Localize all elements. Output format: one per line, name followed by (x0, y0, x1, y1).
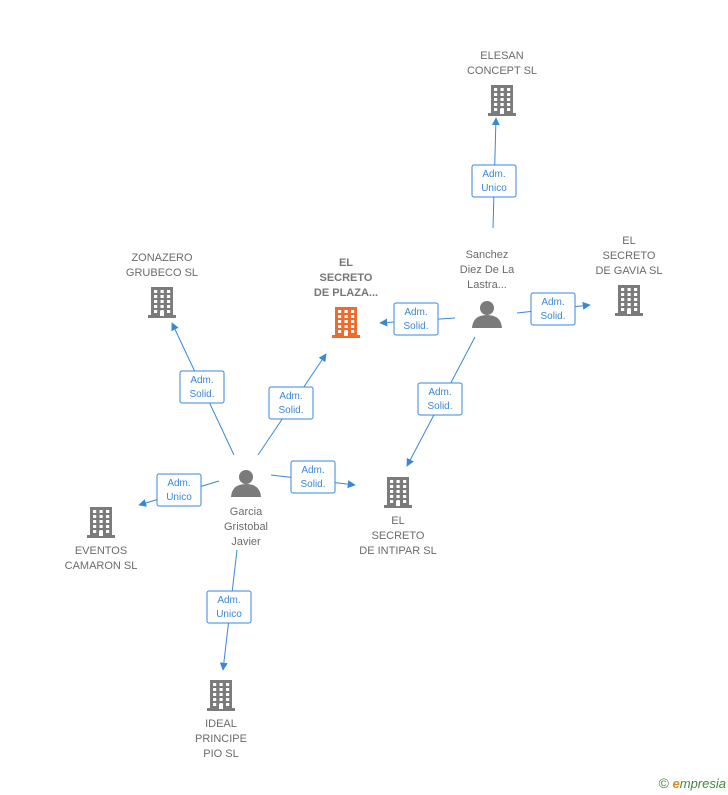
node-label: Sanchez (466, 249, 509, 261)
edge-role-text: Adm. (404, 307, 427, 318)
person-icon (472, 301, 502, 328)
node-label: ELESAN (480, 50, 523, 62)
node-label: EL (391, 515, 404, 527)
edge-role-badge[interactable]: Adm. Unico (471, 164, 517, 198)
edges-layer: Adm.UnicoAdm.Solid.Adm.Solid.Adm.Solid.A… (138, 117, 591, 671)
node-elsecreto_gavia[interactable]: EL SECRETO DE GAVIA SL (595, 235, 663, 316)
edge-role-text: Adm. (541, 297, 564, 308)
edge-role-text: Adm. (428, 387, 451, 398)
node-label: ZONAZERO (131, 252, 193, 264)
edge-role-box (471, 164, 517, 198)
edge-sanchez-to-elsecreto_intipar: Adm. Solid. (406, 336, 476, 467)
edge-role-text: Adm. (190, 375, 213, 386)
edge-role-badge[interactable]: Adm. Solid. (393, 302, 439, 336)
node-label: Javier (231, 536, 261, 548)
edge-role-box (417, 382, 463, 416)
edge-sanchez-to-elsecreto_plaza: Adm. Solid. (379, 302, 456, 336)
node-label: CONCEPT SL (467, 65, 537, 77)
edge-sanchez-to-elsecreto_gavia: Adm. Solid. (516, 292, 591, 326)
edge-garcia-to-elsecreto_plaza: Adm. Solid. (257, 353, 327, 456)
edge-role-box (206, 590, 252, 624)
node-label: DE INTIPAR SL (359, 545, 436, 557)
building-icon (384, 477, 412, 508)
edge-role-badge[interactable]: Adm. Unico (156, 473, 202, 507)
edge-role-badge[interactable]: Adm. Solid. (290, 460, 336, 494)
edge-role-badge[interactable]: Adm. Solid. (268, 386, 314, 420)
node-label: PRINCIPE (195, 733, 247, 745)
edge-role-text: Unico (216, 609, 242, 620)
node-label: IDEAL (205, 718, 237, 730)
edge-role-box (156, 473, 202, 507)
edge-role-text: Adm. (217, 595, 240, 606)
node-elesan[interactable]: ELESAN CONCEPT SL (467, 50, 537, 116)
node-label: Lastra... (467, 279, 507, 291)
building-icon (148, 287, 176, 318)
node-label: Gristobal (224, 521, 268, 533)
copyright-symbol: © (658, 775, 669, 791)
node-label: DE GAVIA SL (595, 265, 662, 277)
edge-role-badge[interactable]: Adm. Solid. (530, 292, 576, 326)
edge-garcia-to-eventos: Adm. Unico (138, 473, 220, 507)
edge-role-badge[interactable]: Adm. Solid. (417, 382, 463, 416)
node-label: Diez De La (460, 264, 515, 276)
edge-role-text: Solid. (403, 321, 428, 332)
edge-role-text: Adm. (167, 478, 190, 489)
building-icon (488, 85, 516, 116)
node-label: SECRETO (372, 530, 425, 542)
edge-role-text: Solid. (278, 405, 303, 416)
node-label: EVENTOS (75, 545, 127, 557)
node-label: DE PLAZA... (314, 287, 378, 299)
edge-role-box (530, 292, 576, 326)
node-label: PIO SL (203, 748, 238, 760)
node-eventos[interactable]: EVENTOS CAMARON SL (65, 507, 138, 572)
edge-garcia-to-elsecreto_intipar: Adm. Solid. (270, 460, 356, 494)
node-label: SECRETO (603, 250, 656, 262)
footer-brand: © empresia (659, 775, 726, 791)
edge-role-text: Solid. (540, 311, 565, 322)
edge-role-box (290, 460, 336, 494)
edge-role-badge[interactable]: Adm. Solid. (179, 370, 225, 404)
building-icon (332, 307, 360, 338)
node-zonazero[interactable]: ZONAZERO GRUBECO SL (126, 252, 198, 318)
person-icon (231, 470, 261, 497)
brand-logo: empresia (672, 776, 726, 791)
node-label: SECRETO (320, 272, 373, 284)
node-label: CAMARON SL (65, 560, 138, 572)
node-label: GRUBECO SL (126, 267, 198, 279)
edge-garcia-to-ideal: Adm. Unico (206, 549, 252, 671)
edge-role-text: Unico (481, 183, 507, 194)
edge-role-box (179, 370, 225, 404)
node-label: EL (339, 257, 353, 269)
edge-role-badge[interactable]: Adm. Unico (206, 590, 252, 624)
node-elsecreto_intipar[interactable]: EL SECRETO DE INTIPAR SL (359, 477, 437, 557)
building-icon (615, 285, 643, 316)
node-label: Garcia (230, 506, 263, 518)
building-icon (87, 507, 115, 538)
edge-role-text: Unico (166, 492, 192, 503)
edge-garcia-to-zonazero: Adm. Solid. (171, 322, 235, 456)
nodes-layer: ELESAN CONCEPT SL ZONAZERO GRUBECO SL EL SECR… (65, 50, 663, 760)
node-ideal[interactable]: IDEAL PRINCIPE PIO SL (195, 680, 247, 760)
building-icon (207, 680, 235, 711)
edge-role-box (393, 302, 439, 336)
edge-sanchez-to-elesan: Adm. Unico (471, 117, 517, 229)
edge-role-text: Adm. (279, 391, 302, 402)
edge-role-text: Adm. (482, 169, 505, 180)
edge-role-text: Adm. (301, 465, 324, 476)
edge-role-text: Solid. (427, 401, 452, 412)
node-elsecreto_plaza[interactable]: EL SECRETO DE PLAZA... (314, 257, 378, 338)
edge-role-box (268, 386, 314, 420)
edge-role-text: Solid. (300, 479, 325, 490)
node-label: EL (622, 235, 635, 247)
edge-role-text: Solid. (189, 389, 214, 400)
